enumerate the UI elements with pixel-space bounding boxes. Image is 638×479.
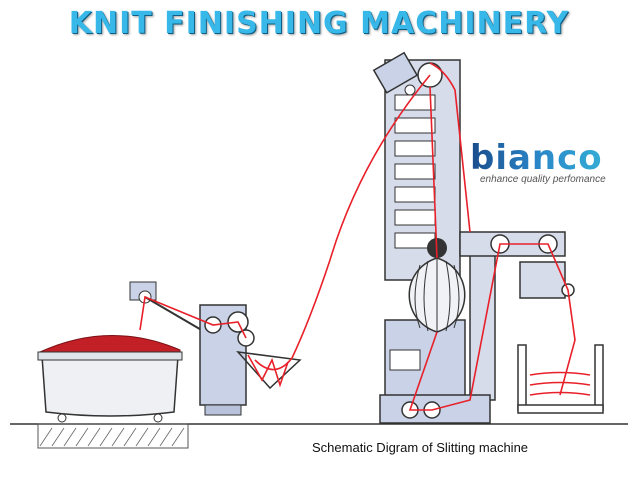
upper-arm xyxy=(459,231,575,299)
folder-head xyxy=(519,261,566,299)
brand-logo: bianco enhance quality perfomance xyxy=(470,140,620,185)
page-title: KNIT FINISHING MACHINERY xyxy=(68,6,570,41)
motor-housing xyxy=(372,51,419,94)
entry-guide-post xyxy=(129,281,211,336)
main-tower xyxy=(372,51,461,281)
brand-tagline: enhance quality perfomance xyxy=(480,174,606,185)
foundation-pit xyxy=(37,423,189,449)
truck-body xyxy=(41,355,179,417)
brand-name: bianco xyxy=(470,140,620,176)
output-cart xyxy=(517,344,604,414)
fabric-funnel xyxy=(236,350,302,390)
fabric-pile xyxy=(39,335,181,357)
balloon-spreader xyxy=(408,238,466,333)
folded-fabric xyxy=(529,371,591,396)
fabric-truck xyxy=(37,335,183,423)
truck-wheel xyxy=(153,413,163,423)
truck-rim xyxy=(37,351,183,361)
fabric-path xyxy=(139,62,576,411)
diagram-caption: Schematic Digram of Slitting machine xyxy=(312,440,529,455)
truck-wheel xyxy=(57,413,67,423)
